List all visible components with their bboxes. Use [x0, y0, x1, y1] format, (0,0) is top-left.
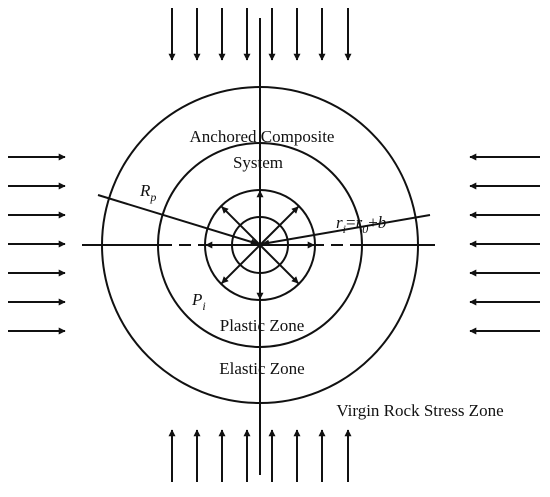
elastic-zone-label: Elastic Zone [219, 359, 304, 378]
internal-pressure-arrow [221, 206, 261, 246]
internal-pressure-arrow [221, 244, 261, 284]
left-load-arrows [8, 153, 66, 335]
top-load-arrows [168, 8, 352, 61]
virgin-rock-zone-label: Virgin Rock Stress Zone [336, 401, 503, 420]
pi-label: Pi [191, 290, 206, 313]
rp-label: Rp [139, 181, 156, 204]
bottom-load-arrows [168, 429, 352, 482]
internal-pressure-arrows [205, 190, 315, 300]
anchored-composite-label: Anchored Composite [190, 127, 335, 146]
internal-pressure-arrow [259, 206, 299, 246]
ri-equation-label: ri=r0+b [336, 213, 386, 236]
system-label: System [233, 153, 283, 172]
anchor-radius-line [261, 214, 431, 246]
plastic-zone-label: Plastic Zone [220, 316, 305, 335]
internal-pressure-arrow [259, 244, 299, 284]
plastic-radius-line [97, 194, 259, 245]
right-load-arrows [469, 153, 540, 335]
